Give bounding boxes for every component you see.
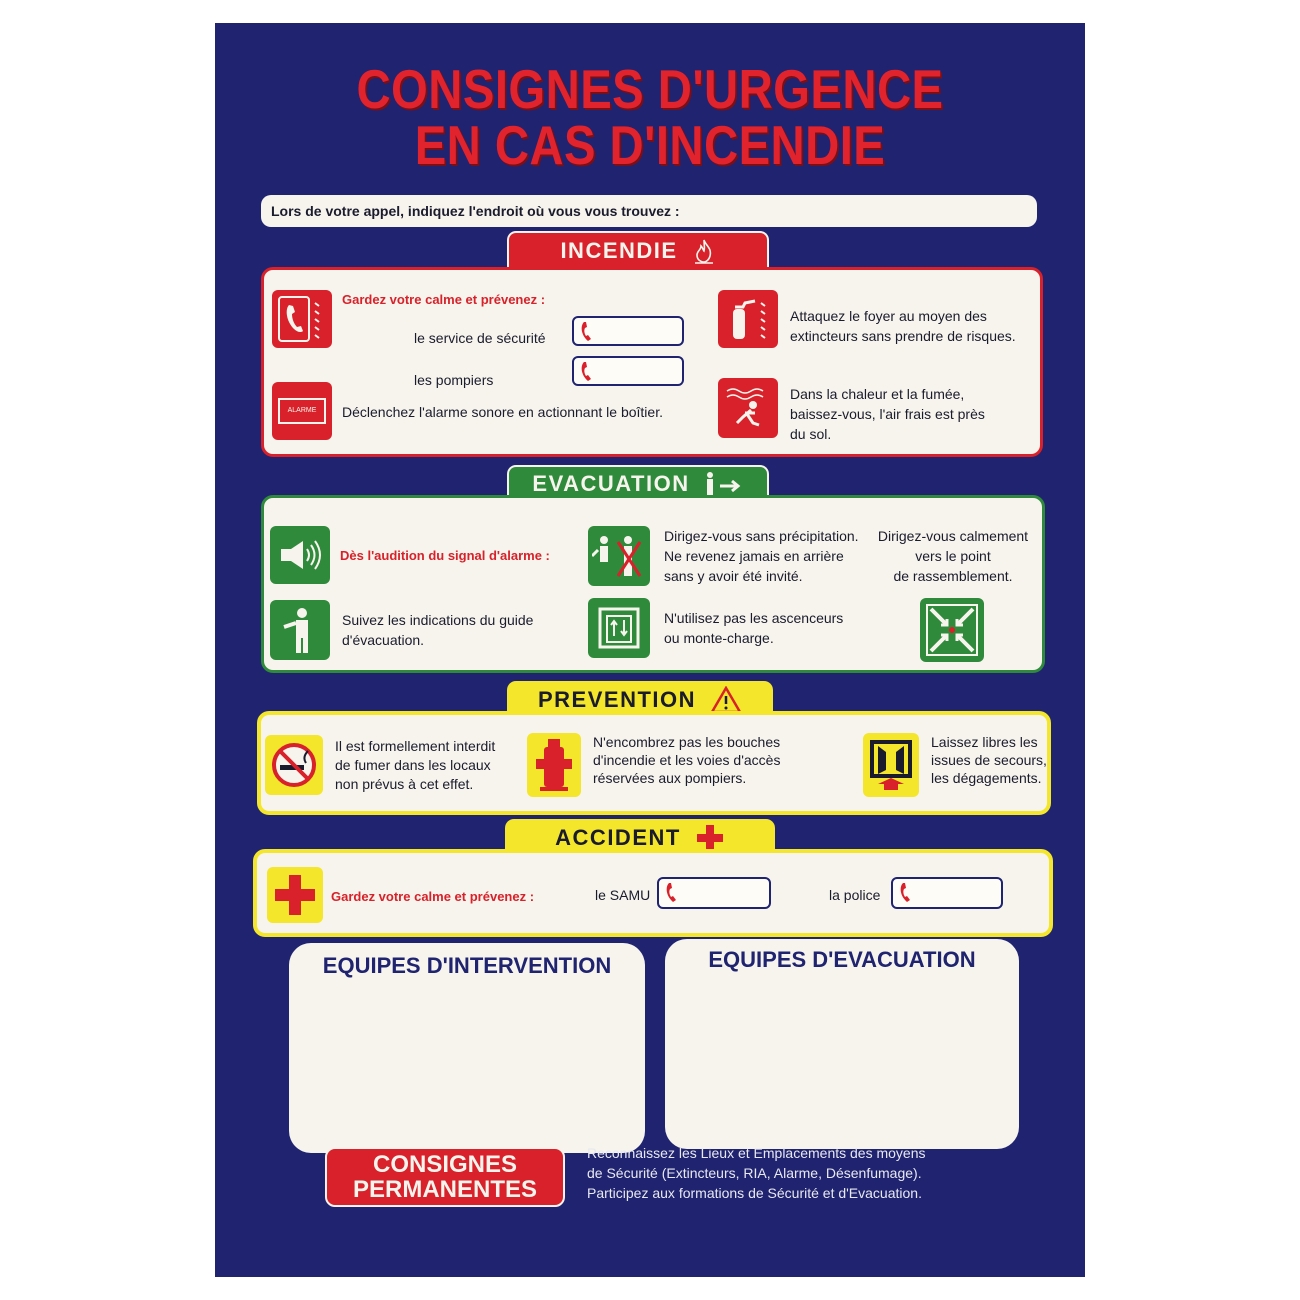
incendie-calm-text: Gardez votre calme et prévenez : [342,292,546,307]
assembly-line-3: de rassemblement. [893,568,1013,584]
assembly-line-2: vers le point [915,548,991,564]
incendie-header-label: INCENDIE [560,238,678,263]
smoke-text-line-1: Dans la chaleur et la fumée, [790,386,965,402]
no-lift-line-2: ou monte-charge. [664,630,774,646]
footer-line-3: Participez aux formations de Sécurité et… [587,1185,922,1201]
smoking-line-1: Il est formellement interdit [335,738,496,754]
assembly-line-1: Dirigez-vous calmement [877,528,1029,544]
flame-icon [694,239,713,264]
alarm-box-icon: ALARME [272,382,332,440]
permanent-line-1: CONSIGNES [372,1151,518,1178]
phone-handset-icon [900,883,910,902]
smoke-text-line-3: du sol. [790,426,832,442]
firemen-phone-field[interactable] [572,356,684,386]
exit-arrow-icon [706,472,740,495]
first-aid-cross-icon [696,825,723,851]
accident-calm-text: Gardez votre calme et prévenez : [331,889,535,904]
call-location-field[interactable]: Lors de votre appel, indiquez l'endroit … [261,195,1037,227]
hydrant-text: N'encombrez pas les bouches d'incendie e… [593,733,780,787]
follow-guide-line-2: d'évacuation. [342,632,425,648]
title-line-2: EN CAS D'INCENDIE [414,114,886,176]
prevention-header-label: PREVENTION [537,687,697,712]
extinguisher-text-line-1: Attaquez le foyer au moyen des [790,308,987,324]
evacuation-team-title: EQUIPES D'EVACUATION [708,947,976,972]
phone-handset-icon [666,883,676,902]
permanent-line-2: PERMANENTES [352,1176,538,1203]
intervention-team-box[interactable]: EQUIPES D'INTERVENTION [289,943,645,1153]
follow-guide-text: Suivez les indications du guide d'évacua… [342,610,533,650]
phone-icon [272,290,332,348]
first-aid-icon [267,867,323,923]
smoking-text: Il est formellement interdit de fumer da… [335,737,495,794]
footer-text: Reconnaissez les Lieux et Emplacements d… [587,1143,926,1203]
accident-header-label: ACCIDENT [555,825,681,850]
hydrant-line-2: d'incendie et les voies d'accès [593,752,781,768]
footer-line-1: Reconnaissez les Lieux et Emplacements d… [587,1145,926,1161]
hydrant-line-3: réservées aux pompiers. [593,770,747,786]
samu-phone-field[interactable] [657,877,771,909]
footer-line-2: de Sécurité (Extincteurs, RIA, Alarme, D… [587,1165,922,1181]
loudspeaker-icon [270,526,330,584]
person-icon [270,600,330,660]
elevator-icon [588,598,650,658]
evacuation-header-label: EVACUATION [532,471,690,496]
no-rush-line-2: Ne revenez jamais en arrière [664,548,844,564]
exits-text: Laissez libres les issues de secours, le… [931,733,1047,787]
no-rush-text: Dirigez-vous sans précipitation. Ne reve… [664,526,859,586]
phone-handset-icon [581,362,591,381]
exits-line-1: Laissez libres les [931,734,1038,750]
incendie-panel: Gardez votre calme et prévenez : le serv… [261,267,1043,457]
alarm-signal-text: Dès l'audition du signal d'alarme : [340,548,550,563]
smoke-text-line-2: baissez-vous, l'air frais est près [790,406,985,422]
emergency-exit-icon [863,733,919,797]
samu-label: le SAMU [595,887,651,903]
no-lift-line-1: N'utilisez pas les ascenceurs [664,610,844,626]
warning-triangle-icon [710,686,743,714]
hydrant-icon [527,733,581,797]
accident-panel: Gardez votre calme et prévenez : le SAMU… [253,849,1053,937]
no-return-icon [588,526,650,586]
no-rush-line-1: Dirigez-vous sans précipitation. [664,528,859,544]
no-lift-text: N'utilisez pas les ascenceurs ou monte-c… [664,608,843,648]
prevention-panel: Il est formellement interdit de fumer da… [257,711,1051,815]
police-phone-field[interactable] [891,877,1003,909]
extinguisher-text: Attaquez le foyer au moyen des extincteu… [790,306,1016,346]
security-service-label: le service de sécurité [414,330,546,346]
phone-handset-icon [581,322,591,341]
exits-line-3: les dégagements. [931,770,1042,786]
crawl-icon [718,378,778,438]
police-label: la police [829,887,881,903]
security-phone-field[interactable] [572,316,684,346]
no-smoking-icon [265,735,323,795]
extinguisher-text-line-2: extincteurs sans prendre de risques. [790,328,1016,344]
incendie-header: INCENDIE [507,231,769,269]
assembly-point-icon [920,598,984,662]
intervention-team-title: EQUIPES D'INTERVENTION [322,953,612,978]
alarm-box-label: ALARME [278,398,326,424]
alarm-text: Déclenchez l'alarme sonore en actionnant… [342,404,663,420]
title-line-1: CONSIGNES D'URGENCE [356,58,944,120]
hydrant-line-1: N'encombrez pas les bouches [593,734,781,750]
follow-guide-line-1: Suivez les indications du guide [342,612,534,628]
extinguisher-icon [718,290,778,348]
smoke-text: Dans la chaleur et la fumée, baissez-vou… [790,384,985,444]
evacuation-team-box[interactable]: EQUIPES D'EVACUATION [665,939,1019,1149]
poster: CONSIGNES D'URGENCE EN CAS D'INCENDIE Lo… [215,23,1085,1277]
exits-line-2: issues de secours, [931,752,1047,768]
assembly-text: Dirigez-vous calmement vers le point de … [868,526,1038,586]
firemen-label: les pompiers [414,372,494,388]
evacuation-panel: Dès l'audition du signal d'alarme : Suiv… [261,495,1045,673]
smoking-line-2: de fumer dans les locaux [335,757,491,773]
smoking-line-3: non prévus à cet effet. [335,776,474,792]
permanent-instructions-badge: CONSIGNES PERMANENTES [325,1147,565,1207]
no-rush-line-3: sans y avoir été invité. [664,568,803,584]
